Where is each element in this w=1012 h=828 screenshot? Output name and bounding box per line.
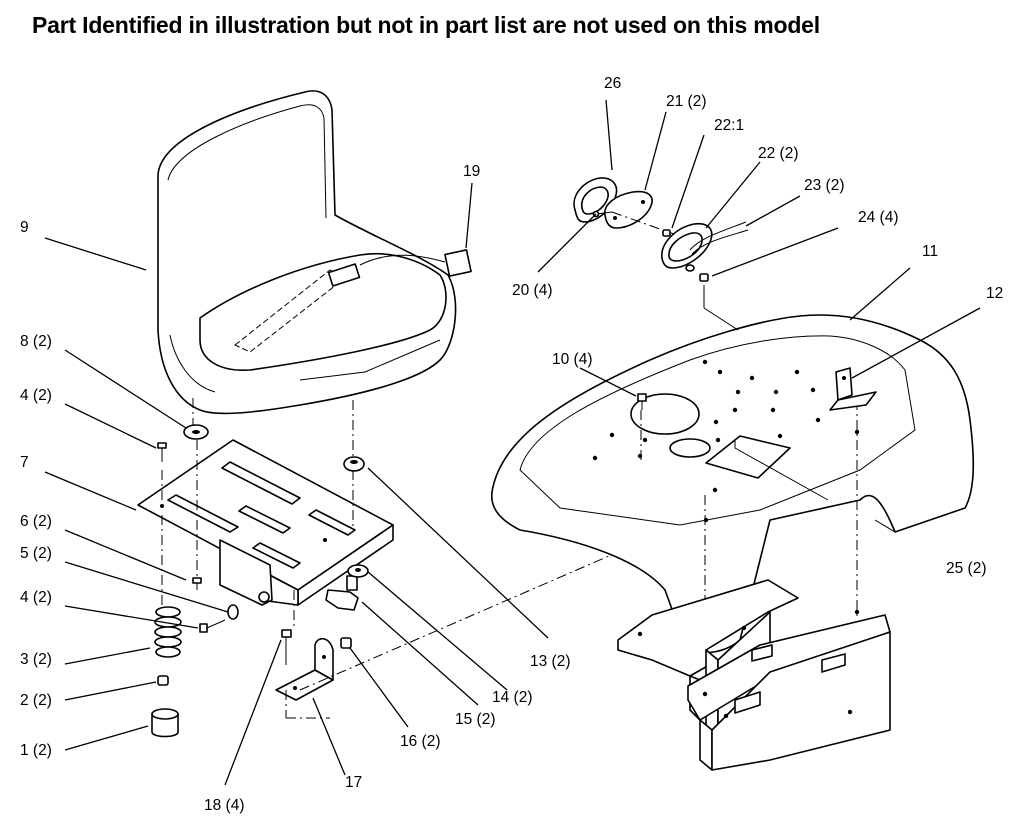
callout-1: 1 (2) <box>20 742 52 759</box>
callout-10: 10 (4) <box>552 351 593 368</box>
light-bezel-part-21 <box>604 190 653 229</box>
nut-part-2 <box>157 675 169 686</box>
callout-2: 2 (2) <box>20 692 52 709</box>
callout-12: 12 <box>986 285 1003 302</box>
support-bracket-part-25 <box>617 579 891 771</box>
callout-23: 23 (2) <box>804 177 845 194</box>
callout-7: 7 <box>20 454 29 471</box>
callout-14: 14 (2) <box>492 689 533 706</box>
callout-25: 25 (2) <box>946 560 987 577</box>
spacer-hole <box>350 460 358 464</box>
bolt-part-18 <box>281 629 292 665</box>
connector-line <box>703 307 739 331</box>
bolt-part-4a <box>157 442 167 462</box>
bracket-part-12 <box>829 367 877 411</box>
fender-opening <box>630 393 700 435</box>
callout-20: 20 (4) <box>512 282 553 299</box>
callout-16: 16 (2) <box>400 733 441 750</box>
seat-plate-part-7 <box>137 439 394 606</box>
callout-9: 9 <box>20 219 29 236</box>
callout-4b: 4 (2) <box>20 589 52 606</box>
fender-holes <box>592 359 860 523</box>
spring-part-3 <box>154 606 182 658</box>
bolt-part-10 <box>637 393 647 410</box>
fender-opening <box>669 438 711 458</box>
plate-hole <box>160 504 164 508</box>
washer-part-5 <box>227 604 239 620</box>
callout-24: 24 (4) <box>858 209 899 226</box>
leader-lines <box>44 99 981 786</box>
callout-11: 11 <box>922 243 938 260</box>
callout-26: 26 <box>604 75 621 92</box>
callout-17: 17 <box>345 774 362 791</box>
callout-22-1: 22:1 <box>714 117 744 134</box>
bulb-part-22a <box>662 229 671 237</box>
callout-3: 3 (2) <box>20 651 52 668</box>
knob-part-15 <box>325 575 359 611</box>
callout-21: 21 (2) <box>666 93 707 110</box>
wire-part-23 <box>689 221 749 255</box>
bolt-part-4b <box>199 619 226 633</box>
plate-hole <box>258 591 270 603</box>
bracket-part-17 <box>275 637 334 701</box>
plate-hole <box>323 538 327 542</box>
callout-15: 15 (2) <box>455 711 496 728</box>
callout-8: 8 (2) <box>20 333 52 350</box>
callout-6: 6 (2) <box>20 513 52 530</box>
nut-part-16 <box>340 637 352 649</box>
callout-5: 5 (2) <box>20 545 52 562</box>
callout-18: 18 (4) <box>204 797 245 814</box>
bolt-part-6 <box>192 577 202 590</box>
callout-13: 13 (2) <box>530 653 571 670</box>
callout-22: 22 (2) <box>758 145 799 162</box>
washer-hole <box>355 568 361 572</box>
callout-labels: 9 8 (2) 4 (2) 7 6 (2) 5 (2) 4 (2) 3 (2) … <box>20 75 1003 814</box>
callout-19: 19 <box>463 163 480 180</box>
nut-part-24 <box>685 264 709 282</box>
seat-part-9 <box>157 90 472 415</box>
callout-4a: 4 (2) <box>20 387 52 404</box>
page-title: Part Identified in illustration but not … <box>32 12 820 38</box>
bumper-part-1 <box>151 708 179 738</box>
washer-hole <box>192 430 200 434</box>
